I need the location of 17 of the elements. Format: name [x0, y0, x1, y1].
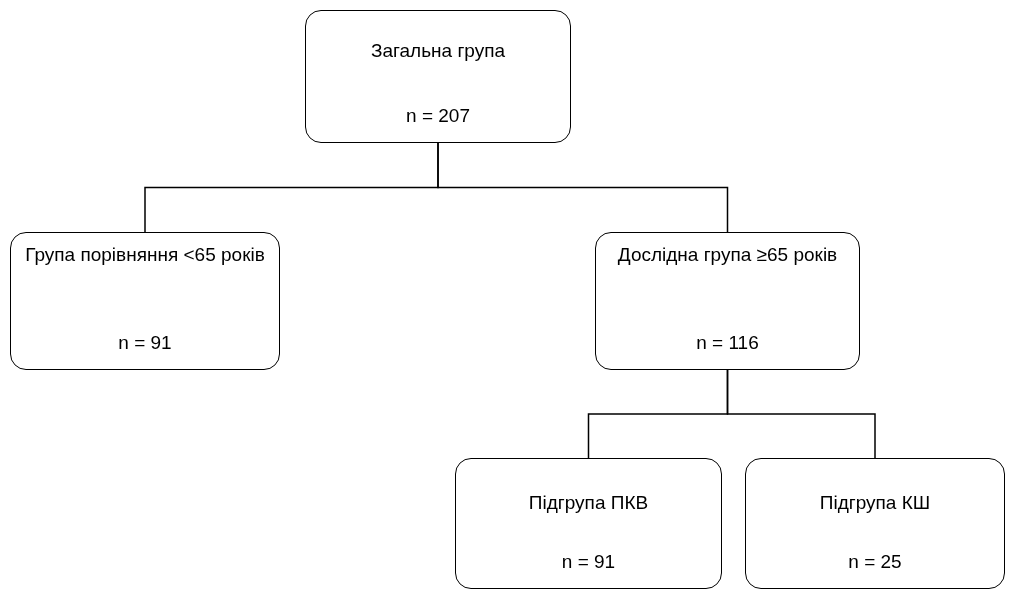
connector-line [437, 142, 729, 233]
count-text: n = 91 [118, 331, 172, 355]
count-text: n = 116 [696, 331, 759, 355]
group-heading: Підгрупа ПКВ [528, 491, 649, 515]
count-text: n = 207 [406, 104, 470, 128]
group-heading: Група порівняння <65 років [25, 243, 265, 267]
group-heading: Загальна група [370, 39, 506, 63]
count-text: n = 91 [561, 550, 616, 574]
rounded-box [305, 10, 571, 143]
count-text: n = 25 [848, 550, 902, 574]
group-heading: Дослідна група ≥65 років [617, 243, 838, 267]
rounded-box [745, 458, 1005, 589]
rounded-box [455, 458, 722, 589]
rounded-box [10, 232, 280, 370]
connector-line [726, 369, 876, 459]
rounded-box [595, 232, 860, 370]
group-heading: Підгрупа КШ [819, 491, 931, 515]
